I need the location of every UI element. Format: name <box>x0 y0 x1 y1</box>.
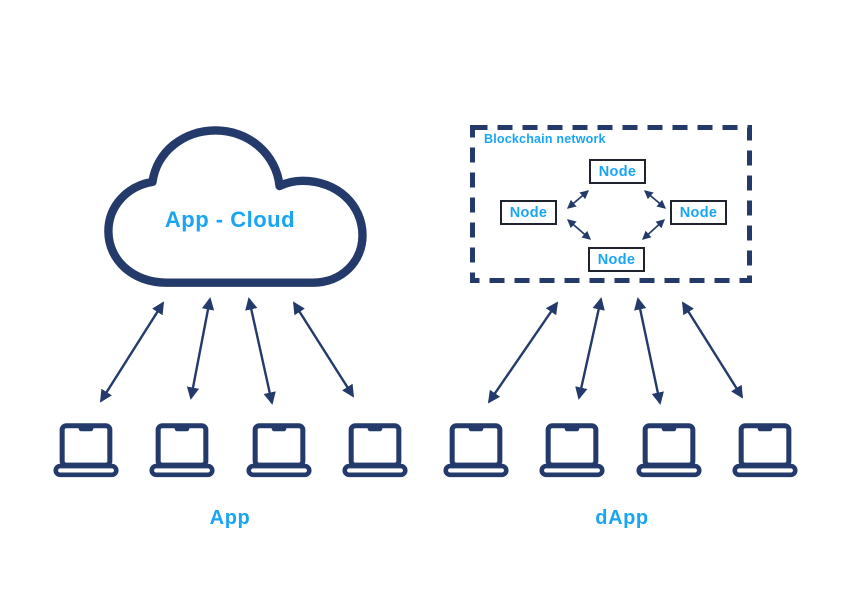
cloud-label: App - Cloud <box>164 207 296 232</box>
node-link-arrows <box>566 190 667 240</box>
laptop-icon <box>342 423 408 478</box>
node-box-right: Node <box>670 200 727 225</box>
blockchain-to-laptop-arrows <box>487 297 744 405</box>
app-caption: App <box>209 507 251 529</box>
app-laptop-row <box>53 423 408 479</box>
cloud-laptop-arrow <box>245 297 276 405</box>
laptop-camera-notch <box>174 425 190 432</box>
laptop-icon <box>53 423 119 478</box>
blockchain-laptop-arrow <box>487 301 559 404</box>
node-link-arrow <box>566 190 590 209</box>
dapp-caption: dApp <box>595 507 649 529</box>
laptop-icon <box>636 423 702 478</box>
laptop-camera-notch <box>367 425 383 432</box>
node-box-top: Node <box>589 159 646 184</box>
laptop-camera-notch <box>757 425 773 432</box>
blockchain-laptop-arrow <box>575 297 605 400</box>
blockchain-network-box <box>470 125 752 283</box>
laptop-icon <box>246 423 312 478</box>
laptop-icon <box>732 423 798 478</box>
node-link-arrow <box>643 190 667 209</box>
laptop-camera-notch <box>564 425 580 432</box>
laptop-camera-notch <box>468 425 484 432</box>
laptop-icon <box>443 423 509 478</box>
blockchain-laptop-arrow <box>634 297 664 405</box>
cloud-to-laptop-arrows <box>99 297 355 405</box>
cloud-laptop-arrow <box>186 297 215 400</box>
blockchain-laptop-arrow <box>681 301 744 399</box>
laptop-icon <box>149 423 215 478</box>
cloud-laptop-arrow <box>292 301 355 398</box>
node-box-bottom: Node <box>588 247 645 272</box>
node-box-left: Node <box>500 200 557 225</box>
cloud-icon <box>104 126 367 287</box>
laptop-camera-notch <box>271 425 286 432</box>
laptop-icon <box>539 423 605 478</box>
node-link-arrow <box>566 219 592 240</box>
node-link-arrow <box>642 219 665 240</box>
laptop-camera-notch <box>661 425 676 432</box>
blockchain-network-label: Blockchain network <box>484 132 606 146</box>
dapp-laptop-row <box>443 423 798 479</box>
cloud-laptop-arrow <box>99 301 165 403</box>
laptop-camera-notch <box>78 425 94 432</box>
